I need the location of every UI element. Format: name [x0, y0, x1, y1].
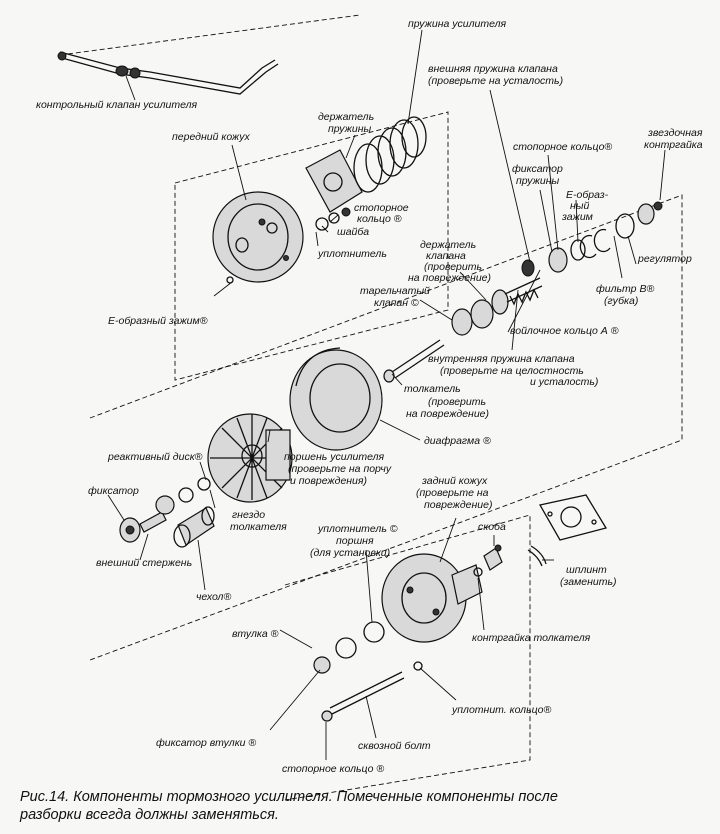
label-valve-outer-spring-note: (проверьте на усталость)	[428, 75, 563, 87]
booster-spring-part	[353, 116, 427, 193]
outer-stem-part	[119, 495, 175, 543]
lower-rings-part	[313, 621, 423, 674]
label-filter-b-2: (губка)	[604, 295, 638, 307]
label-piston-seal-3: (для установки)	[310, 547, 390, 559]
front-shell-part	[212, 191, 304, 284]
label-through-bolt: сквозной болт	[358, 740, 431, 752]
label-rear-shell: задний кожух	[421, 475, 488, 487]
label-pushrod-locknut: контргайка толкателя	[472, 632, 591, 644]
label-star-lock: звездочная	[647, 127, 703, 139]
label-front-shell: передний кожух	[172, 131, 251, 143]
label-washer: шайба	[337, 226, 369, 238]
label-e-clip-right-3: зажим	[561, 211, 593, 223]
label-poppet-valve: тарельчатый	[360, 285, 430, 297]
label-spring-retainer: фиксатор	[512, 163, 563, 175]
label-piston-seal: уплотнитель ©	[317, 523, 398, 535]
diaphragm-part	[289, 347, 383, 451]
label-valve-holder-3: (проверить	[424, 261, 482, 273]
label-inner-spring: внутренняя пружина клапана	[428, 353, 575, 365]
rear-shell-part	[381, 553, 483, 643]
check-valve-guide	[59, 14, 361, 56]
label-pushrod-seat-2: толкателя	[230, 521, 287, 533]
label-poppet-valve-2: клапан ©	[374, 297, 419, 309]
label-e-clip-left: Е-образный зажим®	[108, 315, 208, 327]
label-bushing: втулка ®	[232, 628, 279, 640]
figure-caption: Рис.14. Компоненты тормозного усилителя.…	[20, 788, 710, 824]
label-push-rod: толкатель	[404, 383, 461, 395]
label-spring-holder-2: пружины	[328, 123, 371, 135]
label-valve-holder-2: клапана	[426, 250, 466, 262]
label-reaction-disc: реактивный диск®	[107, 451, 203, 463]
label-piston-seal-2: поршня	[336, 535, 374, 547]
label-booster-piston-3: и повреждения)	[290, 475, 367, 487]
label-o-ring: уплотнит. кольцо®	[451, 704, 551, 716]
middle-frame	[89, 194, 683, 661]
caption-line-2: разборки всегда должны заменяться.	[20, 807, 279, 823]
label-rear-shell-2: (проверьте на	[416, 487, 489, 499]
label-inner-spring-3: и усталость)	[530, 376, 598, 388]
clevis-part	[473, 544, 503, 577]
label-regulator: регулятор	[637, 253, 692, 265]
label-inner-spring-2: (проверьте на целостность	[440, 365, 584, 377]
label-felt-ring: войлочное кольцо А ®	[510, 325, 619, 337]
label-retainer-left: фиксатор	[88, 485, 139, 497]
label-outer-stem: внешний стержень	[96, 557, 192, 569]
spring-holder-part	[305, 149, 363, 213]
label-retaining-ring-mid-2: кольцо ®	[357, 213, 402, 225]
label-retaining-ring-top: стопорное кольцо®	[513, 141, 612, 153]
check-valve-part	[57, 51, 279, 95]
lower-frame	[284, 514, 531, 801]
label-star-lock-2: контргайка	[644, 139, 703, 151]
label-cotter-pin: шплинт	[566, 564, 607, 576]
label-push-rod-3: на повреждение)	[406, 408, 489, 420]
label-booster-piston: поршень усилителя	[284, 451, 384, 463]
leader-lines	[107, 29, 666, 760]
label-spring-holder: держатель	[318, 111, 374, 123]
label-rear-shell-3: повреждение)	[424, 499, 492, 511]
label-seal-top: уплотнитель	[317, 248, 387, 260]
label-e-clip-right: Е-образ-	[566, 189, 609, 201]
label-clevis: скоба	[478, 521, 506, 533]
label-e-clip-right-2: ный	[570, 200, 590, 212]
cotter-pin-part	[527, 545, 547, 567]
push-rod-part	[383, 339, 445, 383]
label-diaphragm: диафрагма ®	[424, 435, 491, 447]
label-bushing-retainer: фиксатор втулки ®	[156, 737, 256, 749]
label-valve-outer-spring: внешняя пружина клапана	[428, 63, 558, 75]
label-booster-piston-2: (проверьте на порчу	[288, 463, 392, 475]
cover-boot-part	[173, 506, 215, 548]
label-booster-spring: пружина усилителя	[408, 18, 506, 30]
top-small-rings	[315, 207, 351, 231]
label-valve-holder: держатель	[420, 239, 476, 251]
label-check-valve: контрольный клапан усилителя	[36, 99, 198, 111]
label-spring-retainer-2: пружины	[516, 175, 559, 187]
label-retaining-ring-bottom: стопорное кольцо ®	[282, 763, 384, 775]
label-pushrod-seat: гнездо	[232, 509, 265, 521]
caption-line-1: Рис.14. Компоненты тормозного усилителя.…	[20, 789, 558, 805]
booster-piston-part	[207, 413, 293, 503]
gasket-plate-part	[538, 494, 608, 541]
upper-frame	[174, 111, 449, 381]
reaction-disc-part	[178, 477, 211, 503]
through-bolt-part	[321, 671, 405, 722]
label-cover: чехол®	[196, 591, 231, 603]
label-valve-holder-4: на повреждение)	[408, 272, 491, 284]
label-retaining-ring-mid: стопорное	[354, 202, 409, 214]
valve-stack-part	[451, 201, 663, 336]
label-cotter-pin-2: (заменить)	[560, 576, 617, 588]
label-push-rod-2: (проверить	[428, 396, 486, 408]
label-filter-b: фильтр В®	[596, 283, 654, 295]
